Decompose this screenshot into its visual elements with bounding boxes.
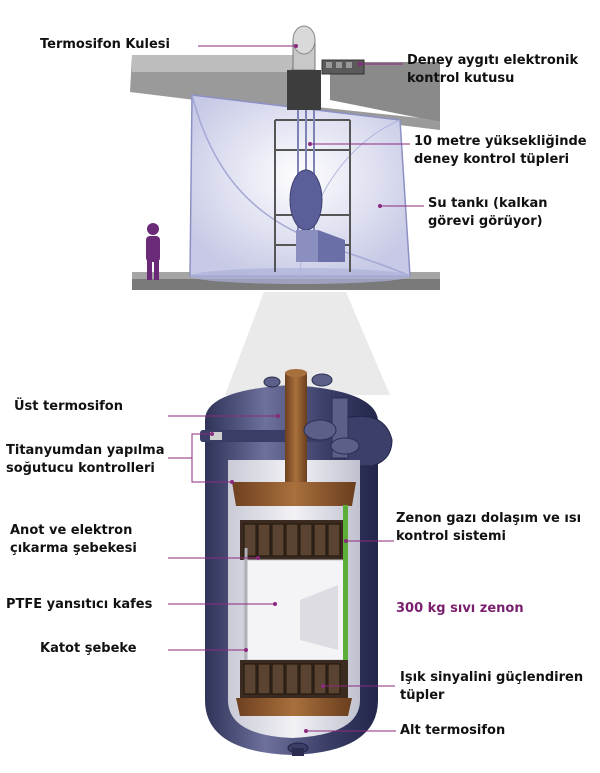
label-text: Üst termosifon (14, 399, 123, 414)
label-text: deney kontrol tüpleri (414, 152, 570, 167)
label-text: Zenon gazı dolaşım ve ısı (396, 511, 582, 526)
zoom-beam (225, 292, 390, 395)
label-sivi-zenon: 300 kg sıvı zenon (396, 600, 524, 618)
leader-lines (168, 45, 424, 732)
label-text: Deney aygıtı elektronik (407, 53, 579, 68)
label-su-tanki: Su tankı (kalkan görevi görüyor) (428, 195, 548, 231)
label-isik-tupleri: Işık sinyalini güçlendiren tüpler (400, 669, 583, 705)
label-text: soğutucu kontrolleri (6, 461, 155, 476)
label-text: Alt termosifon (400, 723, 506, 738)
label-elektronik-kutu: Deney aygıtı elektronik kontrol kutusu (407, 52, 578, 88)
label-text: PTFE yansıtıcı kafes (6, 597, 153, 612)
circulation-tube (343, 505, 348, 665)
label-alt-termosifon: Alt termosifon (400, 722, 505, 740)
label-text: 10 metre yüksekliğinde (414, 134, 587, 149)
label-text: Işık sinyalini güçlendiren (400, 670, 584, 685)
electronics-box (321, 59, 365, 75)
label-ust-termosifon: Üst termosifon (14, 398, 123, 416)
label-text: Katot şebeke (40, 641, 137, 656)
bottom-pmt-array (240, 660, 348, 698)
top-pmt-array (240, 520, 348, 560)
label-text: Anot ve elektron (10, 523, 133, 538)
label-zenon-gaz: Zenon gazı dolaşım ve ısı kontrol sistem… (396, 510, 581, 546)
label-text: tüpler (400, 688, 445, 703)
label-text: kontrol sistemi (396, 529, 506, 544)
label-titanyum: Titanyumdan yapılma soğutucu kontrolleri (6, 442, 164, 478)
cryostat (200, 369, 393, 756)
label-ptfe: PTFE yansıtıcı kafes (6, 596, 152, 614)
label-katot: Katot şebeke (40, 640, 137, 658)
top-scene (130, 25, 440, 395)
label-text: kontrol kutusu (407, 71, 515, 86)
label-text: görevi görüyor) (428, 214, 543, 229)
label-text: Su tankı (kalkan (428, 196, 548, 211)
label-kontrol-tupleri: 10 metre yüksekliğinde deney kontrol tüp… (414, 133, 587, 169)
copper-top-plate (232, 482, 356, 506)
person-figure (146, 223, 160, 280)
detector-small (289, 169, 323, 231)
ceiling-slab (130, 55, 440, 130)
label-text: 300 kg sıvı zenon (396, 601, 524, 616)
label-text: çıkarma şebekesi (10, 541, 137, 556)
label-termosifon-kulesi: Termosifon Kulesi (40, 36, 170, 54)
upper-thermosyphon (285, 372, 307, 482)
label-anot: Anot ve elektron çıkarma şebekesi (10, 522, 137, 558)
label-text: Titanyumdan yapılma (6, 443, 165, 458)
label-text: Termosifon Kulesi (40, 37, 170, 52)
